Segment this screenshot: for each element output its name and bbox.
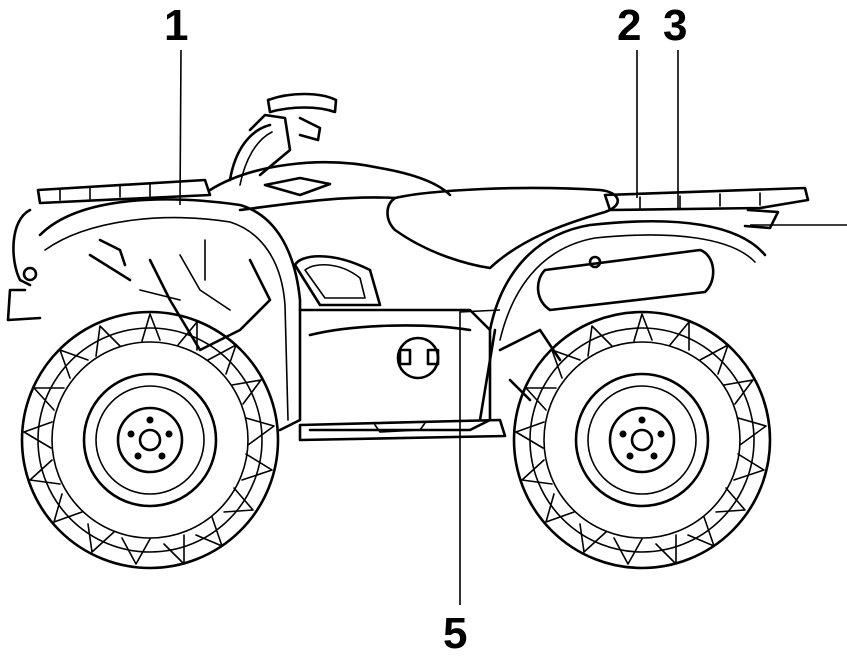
leader-lines	[179, 49, 847, 605]
callout-1: 1	[164, 1, 189, 50]
engine-frame-details	[88, 238, 562, 402]
leader-line-1	[179, 49, 182, 206]
front-rack	[12, 178, 212, 287]
rear-fender	[478, 220, 767, 422]
muffler	[536, 248, 715, 312]
front-fender	[6, 198, 302, 432]
handlebars	[228, 92, 338, 186]
lower-body-footrest	[298, 308, 507, 442]
body-panel	[208, 161, 452, 307]
callout-2: 2	[617, 1, 642, 50]
rear-rack	[603, 186, 810, 230]
callout-5: 5	[443, 609, 468, 658]
leader-line-5	[459, 309, 501, 605]
seat	[386, 186, 619, 270]
front-wheel	[20, 310, 280, 570]
callout-3: 3	[663, 1, 688, 50]
